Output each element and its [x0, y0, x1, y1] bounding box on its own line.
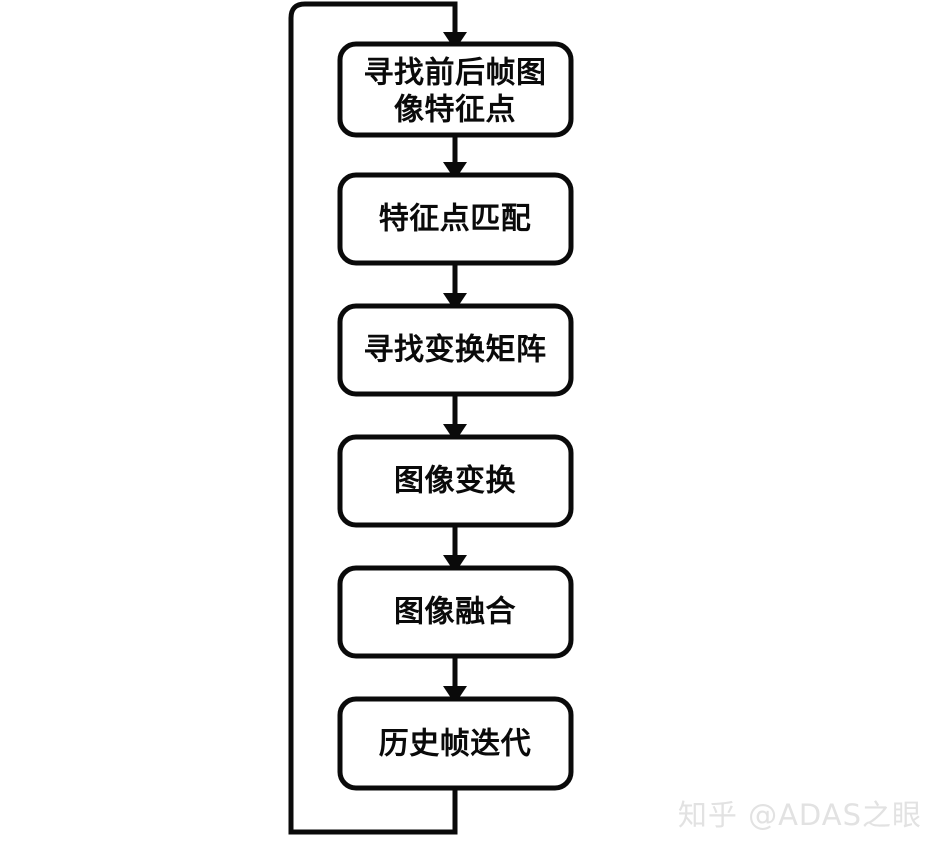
flow-node-3-box[interactable]	[337, 303, 574, 397]
watermark: 知乎 @ADAS之眼	[677, 798, 922, 832]
flow-node-6-box[interactable]	[337, 696, 574, 791]
edge-node4-node5	[443, 525, 467, 573]
flow-node-3[interactable]: 寻找变换矩阵	[337, 303, 574, 397]
flow-node-5[interactable]: 图像融合	[337, 565, 574, 659]
flow-node-6-label: 历史帧迭代	[379, 727, 532, 762]
flow-node-1-box[interactable]	[337, 41, 574, 138]
flow-node-3-label: 寻找变换矩阵	[364, 333, 547, 368]
feedback-loop-arrowhead	[443, 32, 467, 50]
edge-arrowhead	[443, 162, 467, 180]
edge-arrowhead	[443, 293, 467, 311]
flow-node-4-box[interactable]	[337, 434, 574, 528]
flow-node-1[interactable]: 寻找前后帧图 像特征点	[337, 41, 574, 138]
flow-node-5-label: 图像融合	[394, 595, 516, 630]
flow-node-6[interactable]: 历史帧迭代	[337, 696, 574, 791]
edge-node1-node2	[443, 134, 467, 180]
edge-node3-node4	[443, 394, 467, 442]
flow-node-2-box[interactable]	[337, 172, 574, 266]
flow-node-2[interactable]: 特征点匹配	[337, 172, 574, 266]
edge-arrowhead	[443, 686, 467, 704]
flow-node-4[interactable]: 图像变换	[337, 434, 574, 528]
feedback-loop-edge	[288, 1, 467, 835]
feedback-loop-path	[288, 1, 458, 835]
flow-node-2-label: 特征点匹配	[379, 202, 532, 237]
flow-node-1-label-line-2: 像特征点	[394, 93, 516, 128]
edge-arrowhead	[443, 424, 467, 442]
edge-node2-node3	[443, 263, 467, 311]
flow-node-1-label-line-1: 寻找前后帧图	[364, 56, 547, 91]
flow-node-5-box[interactable]	[337, 565, 574, 659]
edge-arrowhead	[443, 555, 467, 573]
edge-node5-node6	[443, 656, 467, 704]
flow-node-4-label: 图像变换	[394, 464, 516, 499]
